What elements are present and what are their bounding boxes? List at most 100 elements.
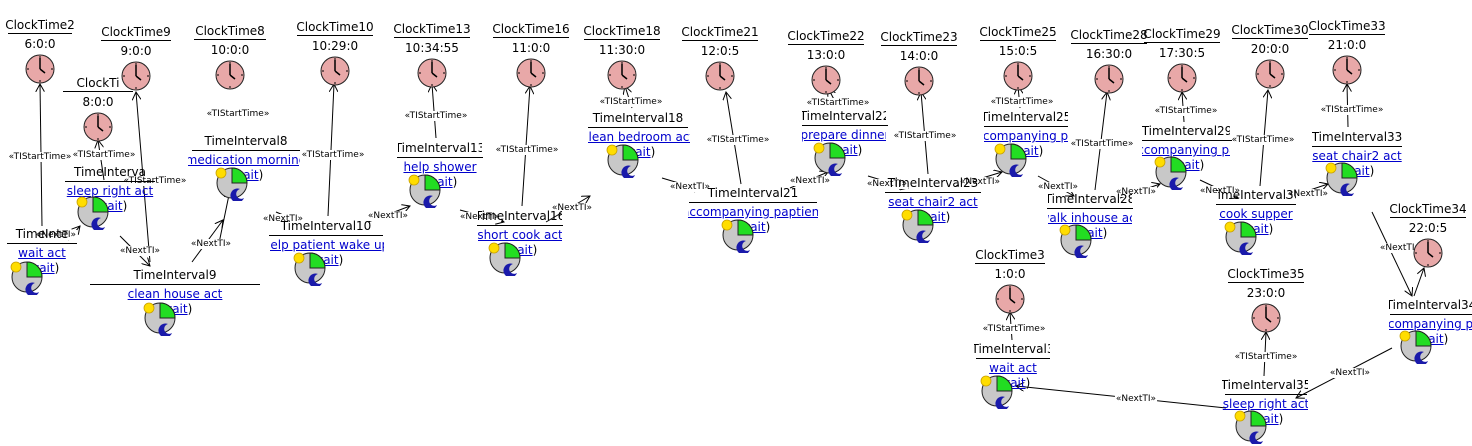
sun-icon — [813, 142, 825, 154]
activity-status-icon — [901, 209, 934, 243]
activity-status-icon — [1325, 162, 1358, 196]
activity-link[interactable]: help patient wake up — [270, 238, 384, 252]
edge-label-bg — [494, 145, 560, 155]
clock-time: 11:30:0 — [598, 43, 646, 57]
activity-link[interactable]: seat chair2 act — [1312, 149, 1402, 163]
next-ti-edge-label: «NextTI» — [263, 214, 303, 224]
interval-clip: TimeInterval30 cook supper — [1216, 186, 1296, 238]
clock-name: ClockTime35 — [1227, 267, 1305, 281]
edge-label-bg — [1286, 189, 1330, 199]
sun-icon — [1154, 156, 1166, 168]
next-ti-edge-label: «NextTI» — [460, 212, 500, 222]
time-interval-separator — [984, 126, 1068, 127]
activity-progress-wedge — [917, 209, 934, 226]
clock-time: 6:0:0 — [24, 37, 56, 51]
moon-icon — [1340, 183, 1354, 196]
time-interval-name: TimeInterval10 — [280, 219, 372, 233]
next-ti-edge-label: «NextTI» — [1380, 243, 1420, 253]
close-paren: ) — [1278, 412, 1284, 426]
sun-icon — [10, 261, 22, 273]
moon-icon — [916, 230, 930, 243]
next-ti-edge — [1371, 211, 1412, 296]
moon-icon — [995, 396, 1009, 409]
clock-separator — [1390, 217, 1466, 218]
time-interval-separator — [1047, 208, 1133, 209]
activity-progress-wedge — [424, 174, 441, 191]
clock-name: ClockTime9 — [101, 25, 171, 39]
activity-status-icon — [143, 302, 176, 336]
edge-label-bg — [1230, 135, 1296, 145]
activity-link[interactable]: accompanying pap — [1142, 143, 1230, 157]
activity-link[interactable]: accompanying pap — [984, 129, 1068, 143]
activity-link[interactable]: seat chair2 act — [888, 195, 978, 209]
clock-name: ClockTime8 — [195, 24, 265, 38]
close-paren: ) — [765, 220, 771, 234]
close-paren: ) — [945, 210, 951, 224]
activity-link[interactable]: accompanying paptient — [688, 205, 818, 219]
clock-name: ClockTime13 — [393, 22, 471, 36]
activity-status-icon — [994, 143, 1027, 177]
edge-label-bg — [958, 177, 1002, 187]
close-paren: ) — [857, 143, 863, 157]
activity-link[interactable]: medication morning — [188, 153, 300, 167]
activity-link[interactable]: wait act — [18, 246, 66, 260]
clock-name: ClockTime21 — [681, 25, 759, 39]
edge-label-bg — [1328, 368, 1372, 378]
activity-link[interactable]: clean house act — [127, 287, 223, 301]
clock-icon — [705, 61, 735, 91]
sun-icon — [408, 174, 420, 186]
start-time-edge-label: «TIStartTime» — [983, 324, 1046, 334]
clock-icon — [320, 56, 350, 86]
time-interval-separator — [885, 192, 981, 193]
activity-status-icon — [721, 219, 754, 253]
clock-icon — [995, 284, 1025, 314]
activity-link[interactable]: walk inhouse act — [1048, 211, 1132, 225]
close-paren: ) — [338, 253, 344, 267]
edge-label-bg — [1198, 186, 1242, 196]
moon-icon — [1009, 164, 1023, 177]
clock-time: 21:0:0 — [1327, 38, 1367, 52]
moon-icon — [91, 217, 105, 230]
clock-hand — [918, 80, 925, 86]
next-ti-edge-label: «NextTI» — [867, 179, 907, 189]
next-ti-edge-label: «NextTI» — [670, 182, 710, 192]
sun-icon — [994, 143, 1006, 155]
clock-name: ClockTime29 — [1143, 27, 1221, 41]
sun-icon — [215, 167, 227, 179]
activity-link[interactable]: wait act — [989, 361, 1037, 375]
activity-link[interactable]: prepare dinner — [802, 128, 886, 142]
time-interval-separator — [1390, 314, 1472, 315]
edge-label-bg — [1153, 106, 1219, 116]
time-interval-separator — [65, 181, 155, 182]
time-interval-name: TimeInterval30 — [1216, 188, 1296, 202]
clock-icon — [1094, 64, 1124, 94]
clock-icon — [811, 65, 841, 95]
activity-link[interactable]: help shower — [403, 160, 477, 174]
start-time-edge-label: «TIStartTime» — [1232, 135, 1295, 145]
activity-progress-wedge — [996, 375, 1013, 392]
activity-status-icon — [606, 144, 639, 178]
clock-hand — [1017, 75, 1024, 81]
close-paren: ) — [452, 175, 458, 189]
close-paren: ) — [258, 168, 264, 182]
edge-label-bg — [788, 176, 832, 186]
clock-name: ClockTime23 — [880, 30, 958, 44]
start-time-edge-label: «TIStartTime» — [73, 150, 136, 160]
edge-label-bg — [892, 131, 958, 141]
time-interval-name: TimeInterval33 — [1312, 130, 1402, 144]
activity-link[interactable]: cook supper — [1219, 207, 1293, 221]
activity-link[interactable]: sleep right act — [1222, 397, 1308, 411]
activity-status-icon — [980, 375, 1013, 409]
activity-link[interactable]: sleep right act — [66, 184, 154, 198]
clock-time: 22:0:5 — [1408, 221, 1448, 235]
close-paren: ) — [1038, 144, 1044, 158]
time-interval-separator — [1142, 140, 1232, 141]
activity-link[interactable]: short cook act — [478, 228, 562, 242]
activity-status-icon — [1154, 156, 1187, 190]
activity-link[interactable]: accompanying pap — [1389, 317, 1472, 331]
activity-status-icon — [1399, 330, 1432, 364]
activity-progress-wedge — [622, 144, 639, 161]
activity-link[interactable]: clean bedroom act — [588, 130, 690, 144]
